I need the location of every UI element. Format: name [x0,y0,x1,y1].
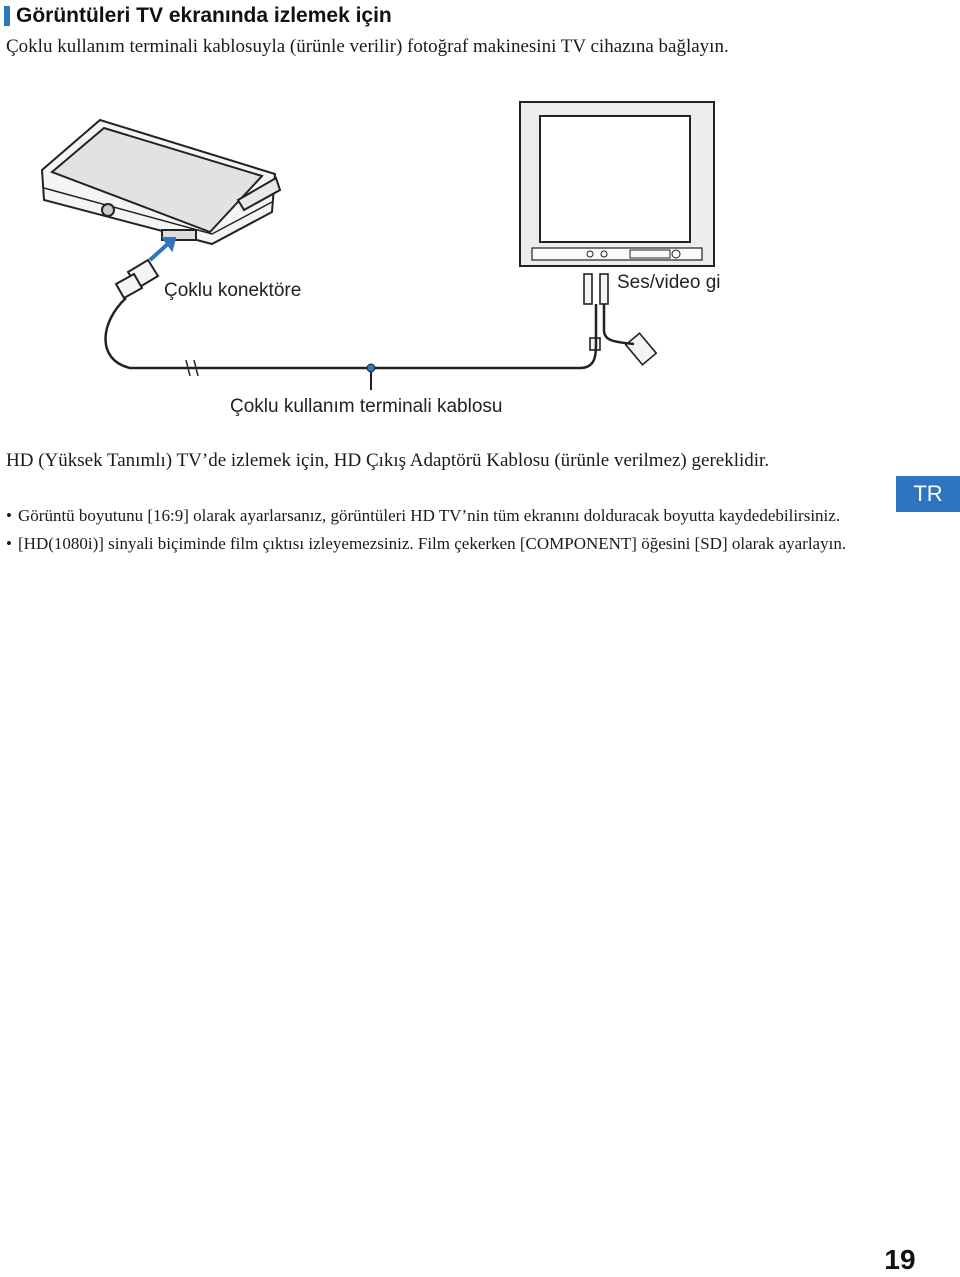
multi-connector-plug [114,258,160,300]
list-item: • [HD(1080i)] sinyali biçiminde film çık… [6,532,866,556]
page-number: 19 [884,1244,916,1275]
list-item: • Görüntü boyutunu [16:9] olarak ayarlar… [6,504,866,528]
bullet-text: [HD(1080i)] sinyali biçiminde film çıktı… [18,534,847,553]
cable-branch [602,304,635,346]
bullet-symbol: • [6,534,12,553]
section-title-text: Görüntüleri TV ekranında izlemek için [16,4,392,27]
cable-callout-dot [366,363,376,373]
hd-note: HD (Yüksek Tanımlı) TV’de izlemek için, … [6,447,886,474]
bullet-text: Görüntü boyutunu [16:9] olarak ayarlarsa… [18,506,841,525]
connection-diagram: Çoklu konektöre Ses/video giriş jakların… [40,101,720,417]
language-tab: TR [896,476,960,512]
bullet-symbol: • [6,506,12,525]
label-cable: Çoklu kullanım terminali kablosu [230,396,502,417]
tv-illustration [519,101,715,267]
label-multi-connector: Çoklu konektöre [164,280,301,301]
cable-line [104,297,598,370]
bullet-list: • Görüntü boyutunu [16:9] olarak ayarlar… [6,504,866,560]
section-title: Görüntüleri TV ekranında izlemek için [4,2,392,30]
cable-break-mark [185,359,199,377]
intro-text: Çoklu kullanım terminali kablosuyla (ürü… [6,36,729,57]
label-av-jacks: Ses/video giriş jaklarına [617,272,720,293]
hd-note-text: HD (Yüksek Tanımlı) TV’de izlemek için, … [6,450,770,471]
title-accent-bar [4,6,10,26]
camera-illustration [40,118,282,262]
